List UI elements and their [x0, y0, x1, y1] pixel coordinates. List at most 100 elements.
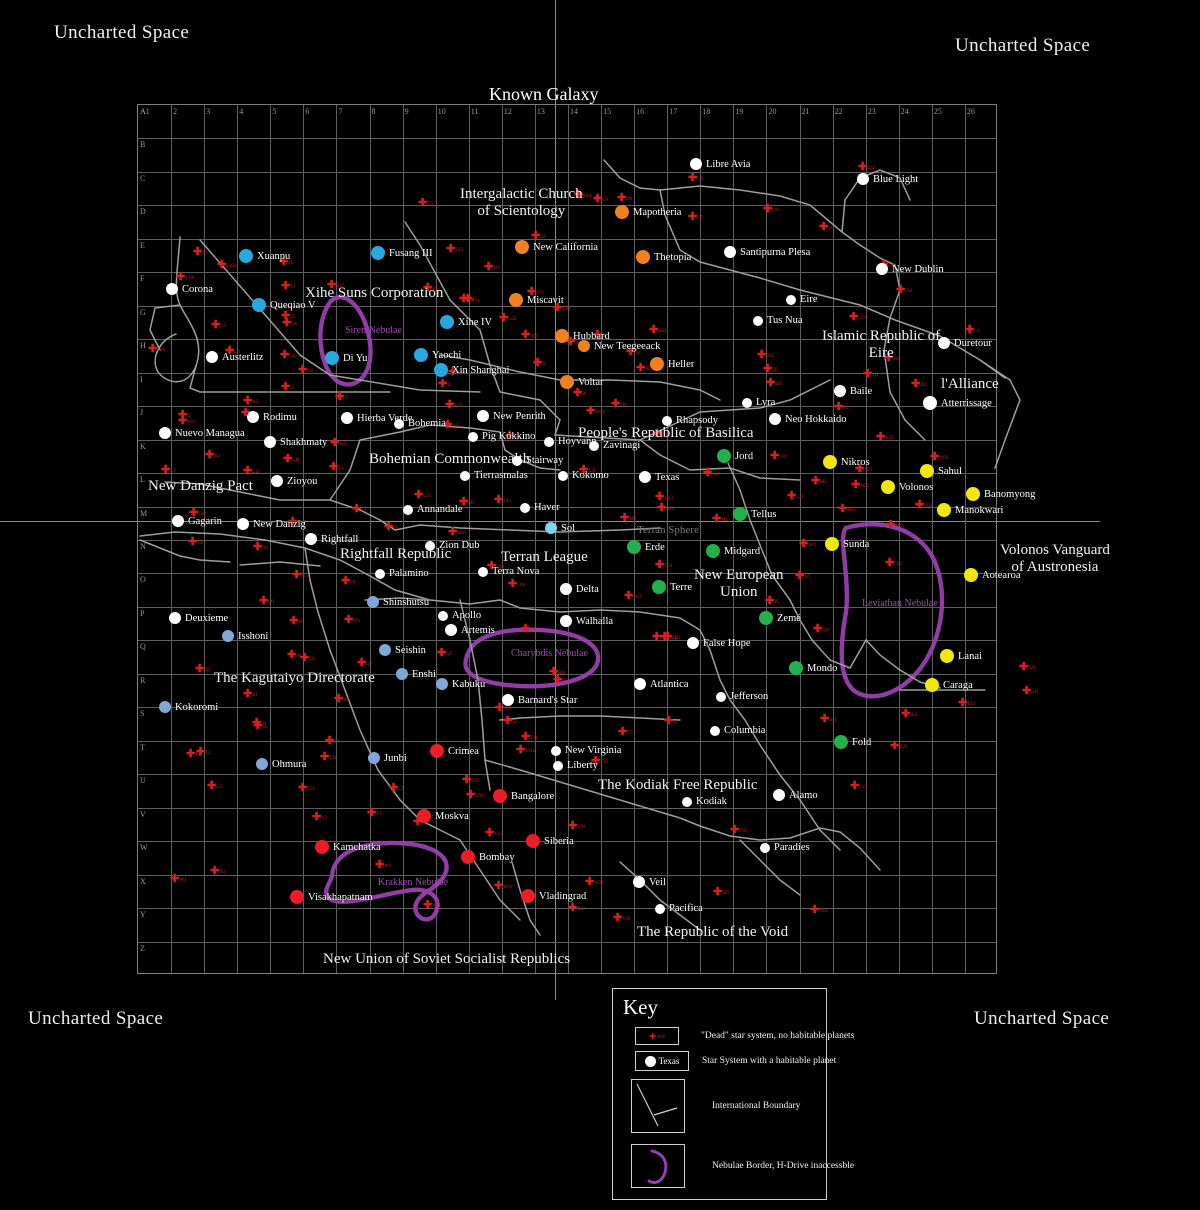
- star-system-icon[interactable]: [493, 789, 507, 803]
- star-system[interactable]: Jord: [717, 449, 753, 463]
- star-system[interactable]: Siberia: [526, 834, 574, 848]
- star-system[interactable]: Kokomo: [558, 470, 609, 481]
- star-system-icon[interactable]: [742, 397, 752, 408]
- star-system-icon[interactable]: [468, 431, 478, 442]
- star-system-icon[interactable]: [434, 363, 448, 377]
- star-system[interactable]: Caraga: [925, 678, 973, 692]
- star-system-icon[interactable]: [823, 455, 837, 469]
- star-system[interactable]: Neo Hokkaido: [769, 413, 847, 425]
- star-system-icon[interactable]: [938, 337, 950, 349]
- star-system-icon[interactable]: [290, 890, 304, 904]
- star-system-icon[interactable]: [239, 249, 253, 263]
- star-system[interactable]: Nikros: [823, 455, 870, 469]
- star-system[interactable]: Midgard: [706, 544, 760, 558]
- star-system[interactable]: New California: [515, 240, 598, 254]
- star-system-icon[interactable]: [627, 540, 641, 554]
- star-system-icon[interactable]: [639, 471, 651, 483]
- star-system-icon[interactable]: [655, 903, 665, 914]
- star-system-icon[interactable]: [724, 246, 736, 258]
- star-system-icon[interactable]: [159, 427, 171, 439]
- star-system-icon[interactable]: [375, 568, 385, 579]
- star-system-icon[interactable]: [753, 315, 763, 326]
- star-system-icon[interactable]: [477, 410, 489, 422]
- star-system-icon[interactable]: [558, 470, 568, 481]
- star-system-icon[interactable]: [578, 340, 590, 352]
- star-system[interactable]: Shakhmaty: [264, 436, 327, 448]
- star-system[interactable]: Zion Dub: [425, 540, 480, 551]
- star-system-icon[interactable]: [923, 396, 937, 410]
- star-system[interactable]: Kamchatka: [315, 840, 381, 854]
- star-system-icon[interactable]: [717, 449, 731, 463]
- star-system-icon[interactable]: [652, 580, 666, 594]
- star-system[interactable]: Austerlitz: [206, 351, 263, 363]
- star-system-icon[interactable]: [716, 691, 726, 702]
- star-system[interactable]: Banomyong: [966, 487, 1035, 501]
- star-system-icon[interactable]: [394, 418, 404, 429]
- star-system-icon[interactable]: [417, 809, 431, 823]
- star-system[interactable]: New Penrith: [477, 410, 546, 422]
- star-system-icon[interactable]: [526, 834, 540, 848]
- star-system-icon[interactable]: [414, 348, 428, 362]
- star-system[interactable]: Lyra: [742, 397, 775, 408]
- star-system-icon[interactable]: [445, 624, 457, 636]
- star-system[interactable]: Columbia: [710, 725, 765, 736]
- star-system[interactable]: New Virginia: [551, 745, 621, 756]
- star-system[interactable]: Nuevo Managua: [159, 427, 245, 439]
- star-system[interactable]: Tus Nua: [753, 315, 803, 326]
- star-system-icon[interactable]: [825, 537, 839, 551]
- star-system-icon[interactable]: [662, 415, 672, 426]
- star-system[interactable]: Delta: [560, 583, 599, 595]
- star-system-icon[interactable]: [521, 889, 535, 903]
- star-system-icon[interactable]: [650, 357, 664, 371]
- star-system-icon[interactable]: [690, 158, 702, 170]
- star-system[interactable]: Atterrissage: [923, 396, 992, 410]
- star-system[interactable]: Tellus: [733, 507, 777, 521]
- star-system[interactable]: Rodimu: [247, 411, 297, 423]
- star-system-icon[interactable]: [634, 678, 646, 690]
- star-system-icon[interactable]: [615, 205, 629, 219]
- star-system[interactable]: Texas: [639, 471, 679, 483]
- star-system-icon[interactable]: [237, 518, 249, 530]
- star-system[interactable]: Shinshutsu: [367, 596, 429, 608]
- star-system-icon[interactable]: [520, 502, 530, 513]
- star-system-icon[interactable]: [544, 436, 554, 447]
- star-system[interactable]: Enshi: [396, 668, 436, 680]
- star-system[interactable]: Corona: [166, 283, 213, 295]
- star-system-icon[interactable]: [271, 475, 283, 487]
- star-system[interactable]: Pacifica: [655, 903, 703, 914]
- star-system[interactable]: Voltar: [560, 375, 603, 389]
- star-system-icon[interactable]: [682, 796, 692, 807]
- star-system[interactable]: Artemis: [445, 624, 495, 636]
- star-system[interactable]: Fusang III: [371, 246, 432, 260]
- star-system[interactable]: Eire: [786, 294, 818, 305]
- star-system[interactable]: Sol: [545, 522, 575, 534]
- star-system[interactable]: Duretour: [938, 337, 992, 349]
- star-system[interactable]: Vladingrad: [521, 889, 586, 903]
- star-system-icon[interactable]: [769, 413, 781, 425]
- star-system[interactable]: Thetopia: [636, 250, 691, 264]
- star-system-icon[interactable]: [502, 694, 514, 706]
- star-system-icon[interactable]: [325, 351, 339, 365]
- star-system[interactable]: Seishin: [379, 644, 426, 656]
- star-system-icon[interactable]: [172, 515, 184, 527]
- star-system[interactable]: Xuanpu: [239, 249, 290, 263]
- star-system[interactable]: Walhalla: [560, 615, 613, 627]
- star-system[interactable]: Kokoromi: [159, 701, 218, 713]
- star-system[interactable]: Miscavit: [509, 293, 564, 307]
- star-system-icon[interactable]: [560, 375, 574, 389]
- star-system[interactable]: Santipurna Plesa: [724, 246, 810, 258]
- star-system[interactable]: Libre Avia: [690, 158, 750, 170]
- star-system[interactable]: Heller: [650, 357, 694, 371]
- star-system-icon[interactable]: [403, 504, 413, 515]
- star-system[interactable]: Baile: [834, 385, 872, 397]
- star-system[interactable]: Queqiao V: [252, 298, 316, 312]
- star-system[interactable]: Jefferson: [716, 691, 768, 702]
- star-system-icon[interactable]: [169, 612, 181, 624]
- star-system[interactable]: Mapotheria: [615, 205, 681, 219]
- star-system-icon[interactable]: [760, 842, 770, 853]
- star-system[interactable]: Terre: [652, 580, 692, 594]
- star-system-icon[interactable]: [834, 385, 846, 397]
- star-system[interactable]: Zemé: [759, 611, 801, 625]
- star-system-icon[interactable]: [560, 583, 572, 595]
- star-system[interactable]: Moskva: [417, 809, 469, 823]
